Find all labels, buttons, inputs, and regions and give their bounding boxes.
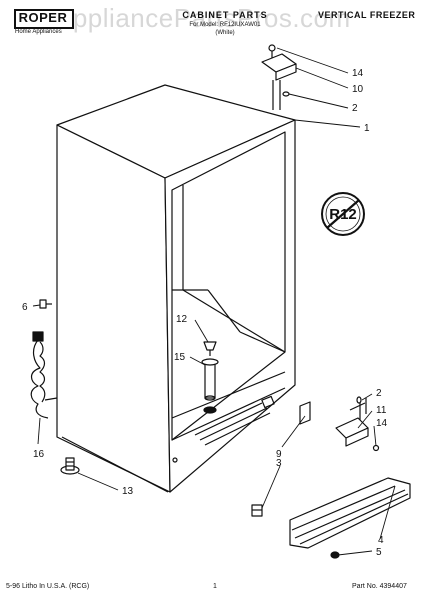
diagram-title: CABINET PARTS xyxy=(182,10,268,20)
brand-logo-box xyxy=(14,9,74,29)
brand-subtitle: Home Appliances xyxy=(15,29,62,35)
callout-label: 13 xyxy=(122,486,134,497)
screw xyxy=(330,551,340,559)
top-hinge xyxy=(261,44,297,110)
callout-label: 12 xyxy=(176,314,188,325)
callout-label: 5 xyxy=(376,547,382,558)
callout-label: 6 xyxy=(22,302,28,313)
r12-refrigerant-seal: R12 xyxy=(321,192,365,236)
kick-plate xyxy=(289,477,411,549)
power-cord xyxy=(30,331,58,419)
callout-label: 14 xyxy=(352,68,364,79)
callout-label: 3 xyxy=(276,458,282,469)
color-code: (White) xyxy=(215,30,235,36)
leader-lines xyxy=(32,47,396,556)
hinge-bracket xyxy=(299,401,311,425)
watermark: AppliancePartsPros.com xyxy=(55,3,351,33)
cord-clip xyxy=(39,299,52,309)
callout-label: 2 xyxy=(352,103,358,114)
callout-label: 14 xyxy=(376,418,388,429)
callout-label: 2 xyxy=(376,388,382,399)
drain-plug xyxy=(203,341,217,356)
leveling-leg xyxy=(60,457,80,475)
callout-label: 15 xyxy=(174,352,186,363)
callout-label: 16 xyxy=(33,449,45,460)
callout-label: 1 xyxy=(364,123,370,134)
brand-logo: ROPER xyxy=(18,10,68,25)
model-number: For Model: RF12IUXAW01 xyxy=(189,22,261,28)
callout-label: 11 xyxy=(376,405,387,416)
lower-hinge xyxy=(335,396,380,452)
product-type: VERTICAL FREEZER xyxy=(318,10,416,20)
cabinet-body xyxy=(56,84,296,493)
litho-note: 5-96 Litho In U.S.A. (RCG) xyxy=(6,583,90,590)
callout-label: 4 xyxy=(378,535,384,546)
page-number: 1 xyxy=(213,583,217,590)
callouts: 14 10 2 1 6 12 15 16 2 11 14 9 3 13 4 5 xyxy=(22,68,388,558)
kick-plate-clip xyxy=(251,504,263,517)
part-number: Part No. 4394407 xyxy=(352,583,407,590)
callout-label: 10 xyxy=(352,84,364,95)
callout-label: 9 xyxy=(276,449,282,460)
drain-tube xyxy=(201,358,219,414)
